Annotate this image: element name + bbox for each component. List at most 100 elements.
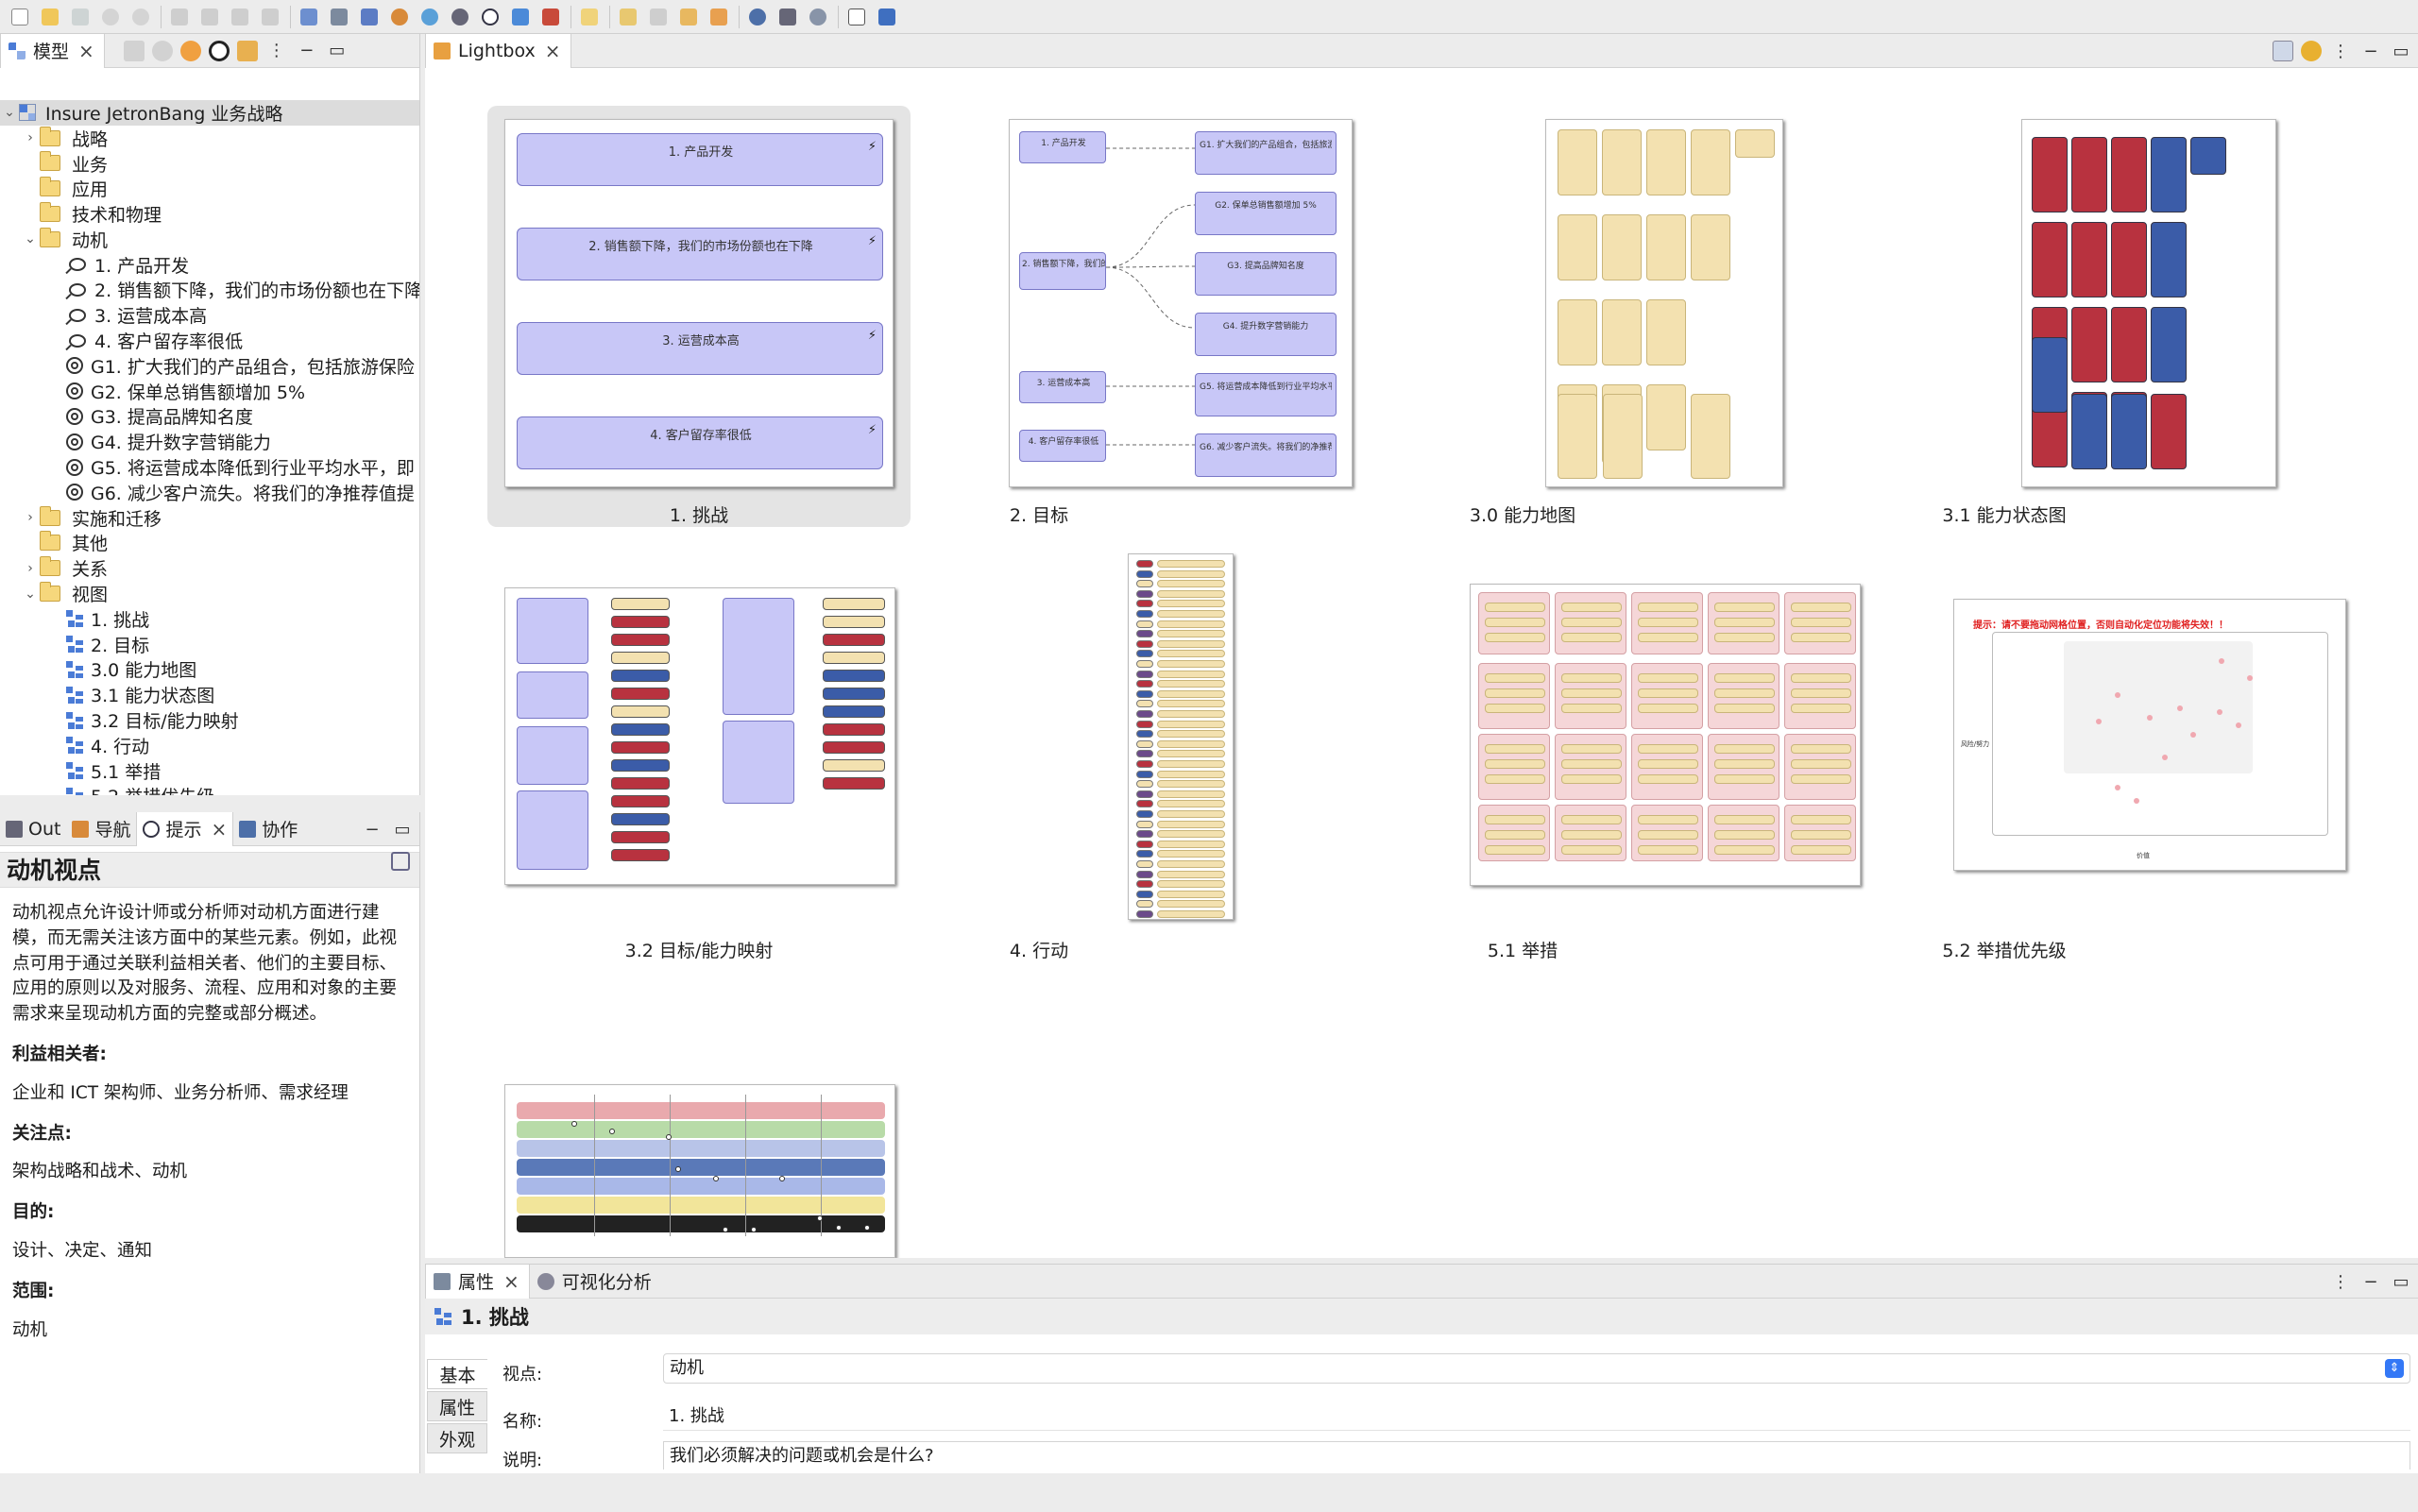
view-thumbnail[interactable] bbox=[1545, 119, 1783, 487]
maximize-icon[interactable]: ▭ bbox=[329, 41, 346, 60]
document-icon[interactable] bbox=[2273, 41, 2293, 61]
trash-icon[interactable] bbox=[646, 5, 671, 29]
minimize-icon[interactable]: − bbox=[299, 41, 315, 60]
forward-icon[interactable] bbox=[179, 40, 201, 61]
chevron-down-icon[interactable]: ⌄ bbox=[25, 231, 36, 247]
tree-root[interactable]: ⌄ Insure JetronBang 业务战略 bbox=[0, 100, 419, 126]
new-icon[interactable] bbox=[8, 5, 32, 29]
tab-info[interactable]: 提示× bbox=[136, 812, 234, 846]
people-icon[interactable] bbox=[745, 5, 770, 29]
viewpoint-select[interactable]: 动机 ⇕ bbox=[663, 1353, 2410, 1384]
tree-item[interactable]: ⌄动机 bbox=[0, 227, 419, 252]
chevron-updown-icon[interactable]: ⇕ bbox=[2385, 1359, 2404, 1378]
home-icon[interactable] bbox=[123, 40, 145, 61]
properties-icon[interactable] bbox=[327, 5, 351, 29]
side-tab-2[interactable]: 外观 bbox=[427, 1423, 487, 1453]
palette-icon[interactable] bbox=[417, 5, 442, 29]
tab-collaboration[interactable]: 协作 bbox=[233, 812, 303, 846]
undo-icon[interactable] bbox=[98, 5, 123, 29]
tree-item[interactable]: G4. 提升数字营销能力 bbox=[0, 429, 419, 454]
tree-item[interactable]: 3.2 目标/能力映射 bbox=[0, 707, 419, 733]
side-tab-0[interactable]: 基本 bbox=[427, 1359, 487, 1389]
open-folder-icon[interactable] bbox=[38, 5, 62, 29]
tree-item[interactable]: G3. 提高品牌知名度 bbox=[0, 404, 419, 430]
tab-visualiser[interactable]: 可视化分析 bbox=[530, 1265, 661, 1299]
maximize-icon[interactable]: ▭ bbox=[394, 819, 411, 840]
network-icon[interactable] bbox=[448, 5, 472, 29]
maximize-icon[interactable]: ▭ bbox=[2392, 41, 2409, 61]
report-icon[interactable] bbox=[775, 5, 800, 29]
minimize-icon[interactable]: − bbox=[2363, 1271, 2378, 1292]
chevron-right-icon[interactable]: › bbox=[27, 130, 33, 146]
chevron-right-icon[interactable]: › bbox=[27, 560, 33, 576]
tree-item[interactable]: 3.0 能力地图 bbox=[0, 657, 419, 683]
view-thumbnail[interactable] bbox=[1128, 553, 1234, 920]
tab-lightbox[interactable]: Lightbox × bbox=[425, 34, 571, 68]
view-thumbnail[interactable] bbox=[504, 587, 895, 885]
maximize-icon[interactable]: ▭ bbox=[2392, 1271, 2409, 1292]
tree-item[interactable]: G5. 将运营成本降低到行业平均水平，即 bbox=[0, 454, 419, 480]
redo-icon[interactable] bbox=[128, 5, 153, 29]
model-tree-icon[interactable] bbox=[297, 5, 321, 29]
monitor-icon[interactable] bbox=[875, 5, 899, 29]
import-icon[interactable] bbox=[707, 5, 731, 29]
tree-item[interactable]: 2. 目标 bbox=[0, 632, 419, 657]
grid-icon[interactable] bbox=[538, 5, 563, 29]
minimize-icon[interactable]: − bbox=[2363, 41, 2378, 61]
view-menu-icon[interactable]: ⋮ bbox=[267, 41, 285, 60]
back-icon[interactable] bbox=[151, 40, 173, 61]
save-icon[interactable] bbox=[68, 5, 93, 29]
view-menu-icon[interactable]: ⋮ bbox=[2332, 41, 2349, 61]
name-field[interactable]: 1. 挑战 bbox=[663, 1402, 2410, 1431]
search-icon[interactable] bbox=[208, 40, 230, 61]
view-menu-icon[interactable]: ⋮ bbox=[2332, 1271, 2349, 1292]
tree-item[interactable]: ›关系 bbox=[0, 555, 419, 581]
validate-icon[interactable] bbox=[508, 5, 533, 29]
minimize-icon[interactable]: − bbox=[365, 819, 380, 840]
tab-model[interactable]: 模型 × bbox=[0, 34, 105, 68]
close-icon[interactable]: × bbox=[211, 817, 228, 841]
tree-item[interactable]: ⌄视图 bbox=[0, 581, 419, 606]
tree-item[interactable]: 业务 bbox=[0, 151, 419, 177]
open-external-icon[interactable] bbox=[391, 852, 410, 871]
tree-item[interactable]: 1. 挑战 bbox=[0, 606, 419, 632]
tab-navigator[interactable]: 导航 bbox=[66, 812, 136, 846]
navigator-icon[interactable] bbox=[387, 5, 412, 29]
sync-icon[interactable] bbox=[806, 5, 830, 29]
tree-item[interactable]: ›实施和迁移 bbox=[0, 505, 419, 531]
tree-item[interactable]: G1. 扩大我们的产品组合，包括旅游保险 bbox=[0, 353, 419, 379]
link-icon[interactable] bbox=[236, 40, 258, 61]
tree-item[interactable]: 3. 运营成本高 bbox=[0, 302, 419, 328]
close-icon[interactable]: × bbox=[503, 1269, 519, 1293]
cut-icon[interactable] bbox=[167, 5, 192, 29]
delete-icon[interactable] bbox=[258, 5, 282, 29]
tree-item[interactable]: 技术和物理 bbox=[0, 201, 419, 227]
documentation-field[interactable]: 我们必须解决的问题或机会是什么? bbox=[663, 1441, 2410, 1470]
tree-item[interactable]: 其他 bbox=[0, 531, 419, 556]
tree-item[interactable]: 1. 产品开发 bbox=[0, 252, 419, 278]
tree-item[interactable]: 应用 bbox=[0, 176, 419, 201]
chevron-down-icon[interactable]: ⌄ bbox=[4, 105, 15, 121]
script-icon[interactable] bbox=[616, 5, 640, 29]
tab-properties[interactable]: 属性× bbox=[425, 1265, 530, 1299]
tree-item[interactable]: G6. 减少客户流失。将我们的净推荐值提 bbox=[0, 480, 419, 505]
close-icon[interactable]: × bbox=[78, 39, 94, 62]
document-icon[interactable] bbox=[844, 5, 869, 29]
sync-icon[interactable] bbox=[2301, 41, 2322, 61]
outline-icon[interactable] bbox=[357, 5, 382, 29]
view-thumbnail[interactable] bbox=[504, 1084, 895, 1258]
view-thumbnail[interactable]: 提示：请不要拖动网格位置，否则自动化定位功能将失效！！风险/努力价值 bbox=[1953, 599, 2346, 871]
tree-item[interactable]: ›战略 bbox=[0, 126, 419, 151]
tree-item[interactable]: 4. 行动 bbox=[0, 733, 419, 758]
tree-item[interactable]: 5.1 举措 bbox=[0, 758, 419, 784]
tree-item[interactable]: 3.1 能力状态图 bbox=[0, 682, 419, 707]
view-thumbnail[interactable]: 1. 产品开发⚡2. 销售额下降，我们的市场份额也在下降⚡3. 运营成本高⚡4.… bbox=[504, 119, 894, 487]
paste-icon[interactable] bbox=[228, 5, 252, 29]
tree-item[interactable]: G2. 保单总销售额增加 5% bbox=[0, 379, 419, 404]
tree-item[interactable]: 4. 客户留存率很低 bbox=[0, 328, 419, 353]
close-icon[interactable]: × bbox=[544, 39, 561, 62]
export-icon[interactable] bbox=[676, 5, 701, 29]
tree-item[interactable]: 2. 销售额下降，我们的市场份额也在下降 bbox=[0, 278, 419, 303]
copy-icon[interactable] bbox=[197, 5, 222, 29]
